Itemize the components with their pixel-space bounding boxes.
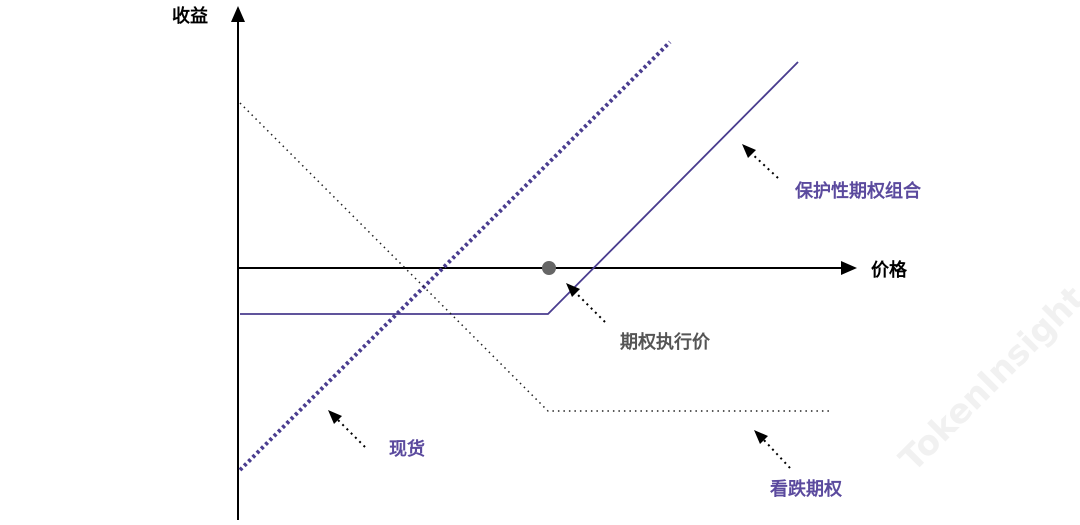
y-axis-label: 收益: [172, 6, 208, 27]
spot-label: 现货: [389, 439, 425, 460]
strike-price-dot: [542, 261, 556, 275]
put-option-line: [239, 102, 830, 412]
put-option-label: 看跌期权: [770, 479, 842, 500]
pointer-arrow-icon: [754, 430, 791, 469]
spot-line: [238, 40, 672, 472]
x-axis-arrow-icon: [841, 261, 857, 275]
pointer-arrow-icon: [742, 144, 779, 179]
pointer-arrow-icon: [566, 283, 606, 323]
protective-put-label: 保护性期权组合: [795, 181, 921, 202]
strike-price-label: 期权执行价: [620, 332, 710, 353]
y-axis-arrow-icon: [231, 6, 245, 22]
protective-put-line: [240, 61, 799, 315]
pointer-arrow-icon: [328, 410, 366, 448]
x-axis-label: 价格: [871, 260, 907, 281]
